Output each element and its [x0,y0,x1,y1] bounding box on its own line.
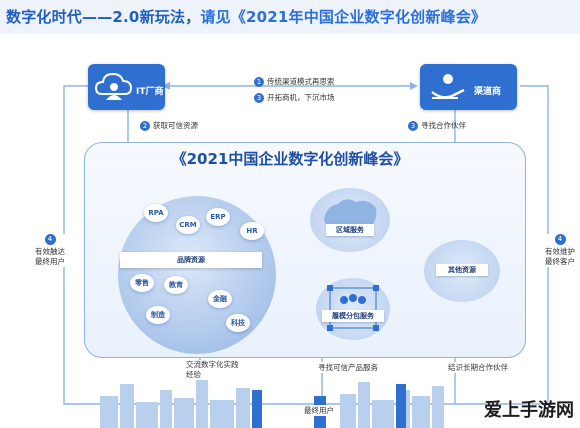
pill-hr: HR [240,222,264,240]
bottom-label-2: 寻找可信产品服务 [316,362,380,373]
watermark: 爱上手游网 [484,400,574,421]
pill-rpa: RPA [144,204,168,222]
channel-vendor-box: 渠道商 [420,64,517,110]
side-right-label: 4 有效维护 最终客户 [540,234,580,267]
pill-technology: 科技 [226,314,250,332]
brand-resource-band: 品牌资源 [120,252,262,268]
step-3-right-number: 3 [408,120,418,131]
china-map-icon [324,199,377,237]
step-3-top: 3 开拓商机，下沉市场 [254,92,335,103]
other-resource-label: 其他资源 [436,264,488,276]
distribution-label: 履模分包服务 [322,310,384,322]
pill-crm: CRM [176,216,200,234]
summit-title: 《2021中国企业数字化创新峰会》 [171,150,409,168]
side-right-line2: 最终客户 [545,257,575,266]
side-left-line2: 最终用户 [35,257,65,266]
step-1-number: 1 [254,76,264,87]
region-service-label: 区域服务 [326,224,374,236]
channel-vendor-label: 渠道商 [474,87,502,97]
side-left-line1: 有效触达 [35,247,65,256]
cloud-user-icon [94,72,133,100]
pill-erp: ERP [206,208,230,226]
pill-education: 教育 [164,276,188,294]
step-1: 1 传统渠道模式再思索 [254,76,335,87]
bottom-label-1: 交流数字化实践经验 [184,360,246,380]
pill-finance: 金融 [208,290,232,308]
side-left-number: 4 [44,234,56,245]
header-bar [0,0,580,34]
step-3-top-number: 3 [254,92,264,103]
pill-manufacturing: 制造 [146,306,170,324]
step-2-number: 2 [140,120,150,131]
title-part-2: 请见《2021年中国企业数字化创新峰会》 [200,8,487,26]
step-3-right: 3 寻找合作伙伴 [408,120,466,131]
pill-retail: 零售 [130,274,154,292]
title-part-1: 数字化时代——2.0新玩法， [6,8,201,26]
step-1-text: 传统渠道模式再思索 [267,77,335,86]
step-2: 2 获取可信资源 [140,120,198,131]
people-network-icon [327,285,379,331]
side-right-number: 4 [554,234,566,245]
hand-person-icon [431,74,465,99]
end-user-label: 最终用户 [302,405,336,416]
side-left-label: 4 有效触达 最终用户 [30,234,70,267]
bottom-label-3: 结识长期合作伙伴 [446,362,510,373]
it-vendor-box: IT厂商 [88,64,165,110]
side-right-line1: 有效维护 [545,247,575,256]
it-vendor-label: IT厂商 [136,87,164,97]
step-2-text: 获取可信资源 [153,121,198,130]
arrow-left [162,82,170,90]
page-title: 数字化时代——2.0新玩法，请见《2021年中国企业数字化创新峰会》 [6,6,486,27]
step-3-right-text: 寻找合作伙伴 [421,121,466,130]
arrow-right [410,82,418,90]
step-3-top-text: 开拓商机，下沉市场 [267,93,335,102]
city-skyline [100,380,444,428]
